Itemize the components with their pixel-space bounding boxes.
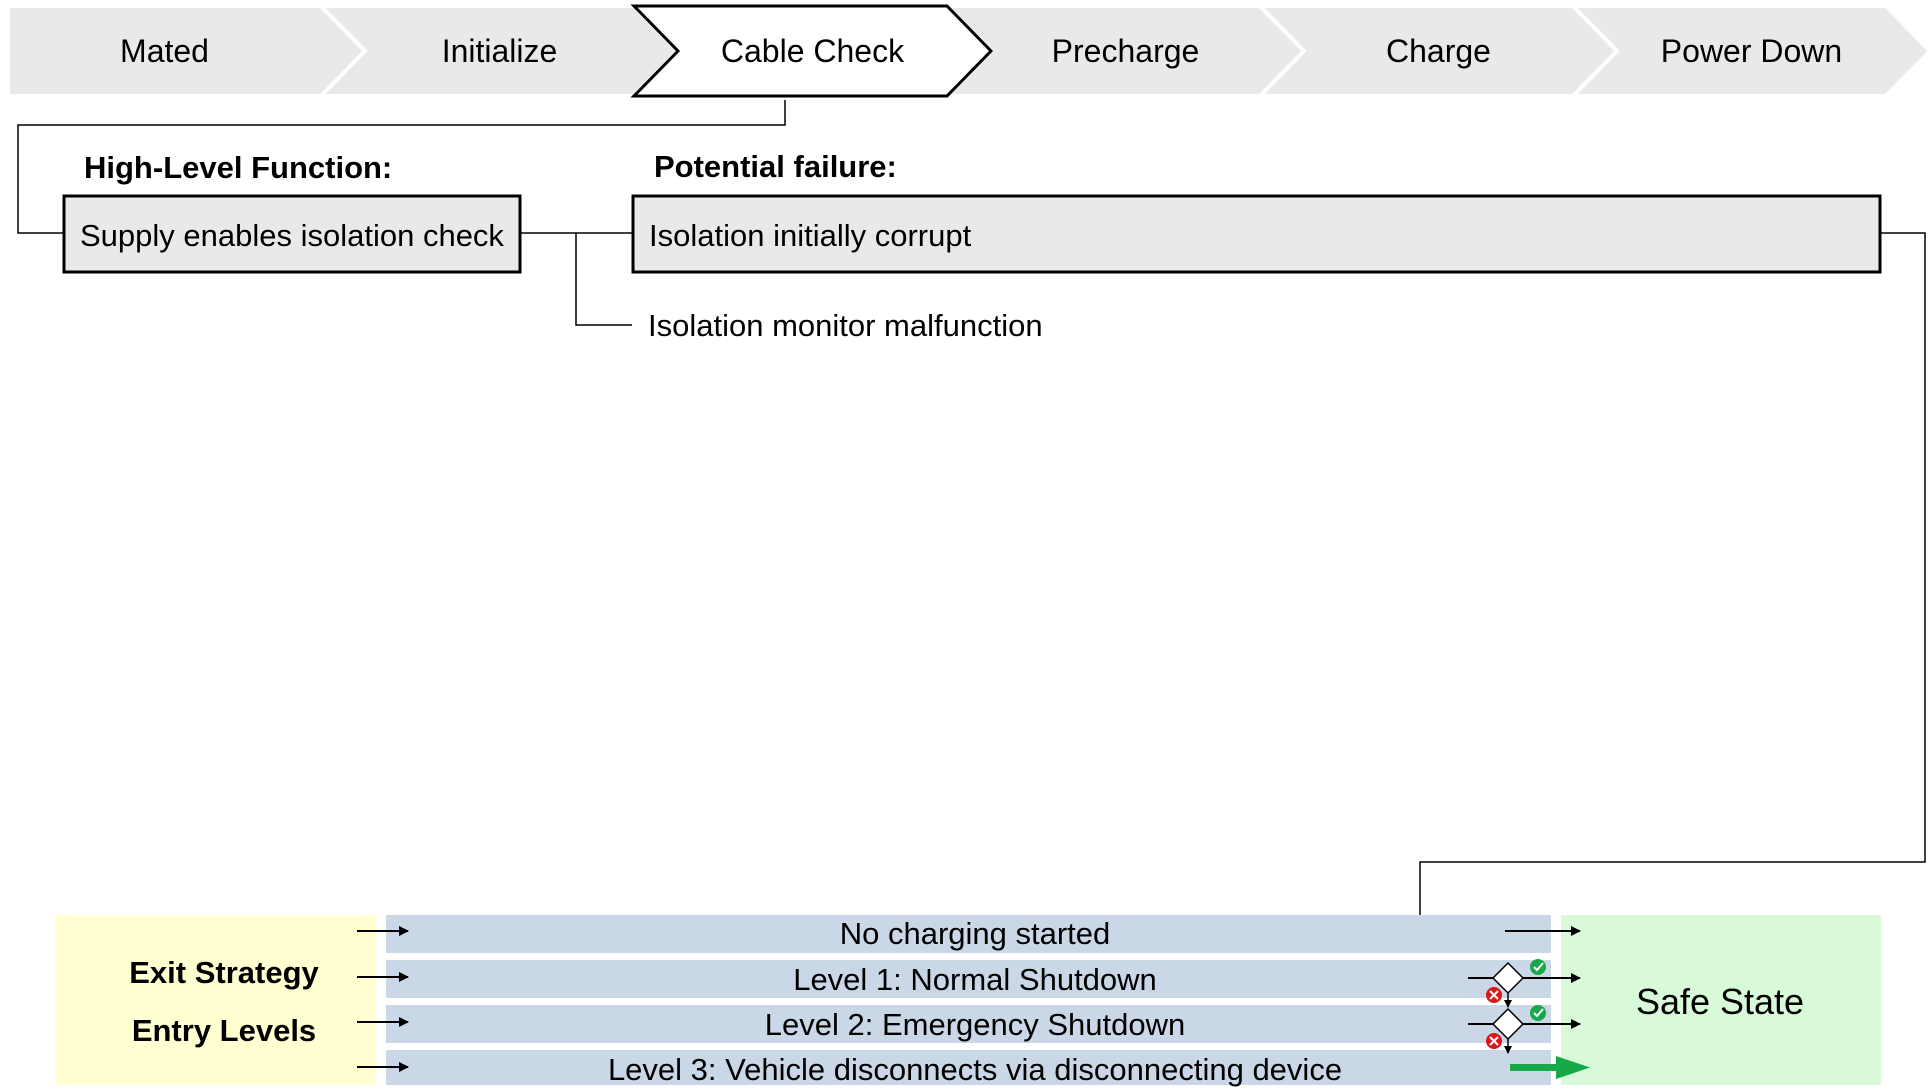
process-step-label-1: Initialize xyxy=(441,33,558,69)
process-step-label-0: Mated xyxy=(120,33,209,69)
safe-state-panel xyxy=(1561,915,1881,1085)
arrow-right-icon xyxy=(1510,1056,1590,1079)
exit-strategy-panel xyxy=(56,915,376,1085)
cross-icon xyxy=(1486,987,1502,1003)
function-box: Supply enables isolation check xyxy=(80,218,504,253)
connector-step-to-function xyxy=(17,100,786,234)
process-step-label-2: Cable Check xyxy=(720,33,905,69)
process-step-5 xyxy=(1568,4,1929,98)
failure-heading: Potential failure: xyxy=(654,149,897,184)
failure-item: Isolation monitor malfunction xyxy=(648,308,1043,343)
process-step-label-5: Power Down xyxy=(1660,33,1843,69)
level-band-1 xyxy=(386,960,1551,998)
entry-levels-label: Entry Levels xyxy=(131,1013,317,1048)
exit-strategy-label: Exit Strategy xyxy=(129,955,319,990)
safe-state-label: Safe State xyxy=(1635,981,1805,1022)
connector-failure-to-exit xyxy=(1419,232,1926,930)
level-label-0: No charging started xyxy=(839,916,1111,951)
level-label-1: Level 1: Normal Shutdown xyxy=(793,962,1157,997)
level-band-0 xyxy=(386,915,1551,953)
process-step-label-3: Precharge xyxy=(1051,33,1200,69)
level-label-2: Level 2: Emergency Shutdown xyxy=(764,1007,1186,1042)
level-band-3 xyxy=(386,1050,1551,1085)
process-step-2 xyxy=(630,4,994,98)
level-label-3: Level 3: Vehicle disconnects via disconn… xyxy=(607,1052,1343,1087)
function-box-shape xyxy=(62,194,522,274)
failure-box-shape xyxy=(631,194,1882,274)
level-band-2 xyxy=(386,1005,1551,1043)
check-icon xyxy=(1530,959,1546,975)
function-heading: High-Level Function: xyxy=(84,150,393,185)
process-step-label-4: Charge xyxy=(1386,33,1491,69)
cross-icon xyxy=(1486,1033,1502,1049)
failure-box: Isolation initially corrupt xyxy=(649,218,972,253)
process-chevrons xyxy=(6,4,1929,98)
check-icon xyxy=(1530,1005,1546,1021)
connector-function-to-monitor xyxy=(575,233,632,326)
